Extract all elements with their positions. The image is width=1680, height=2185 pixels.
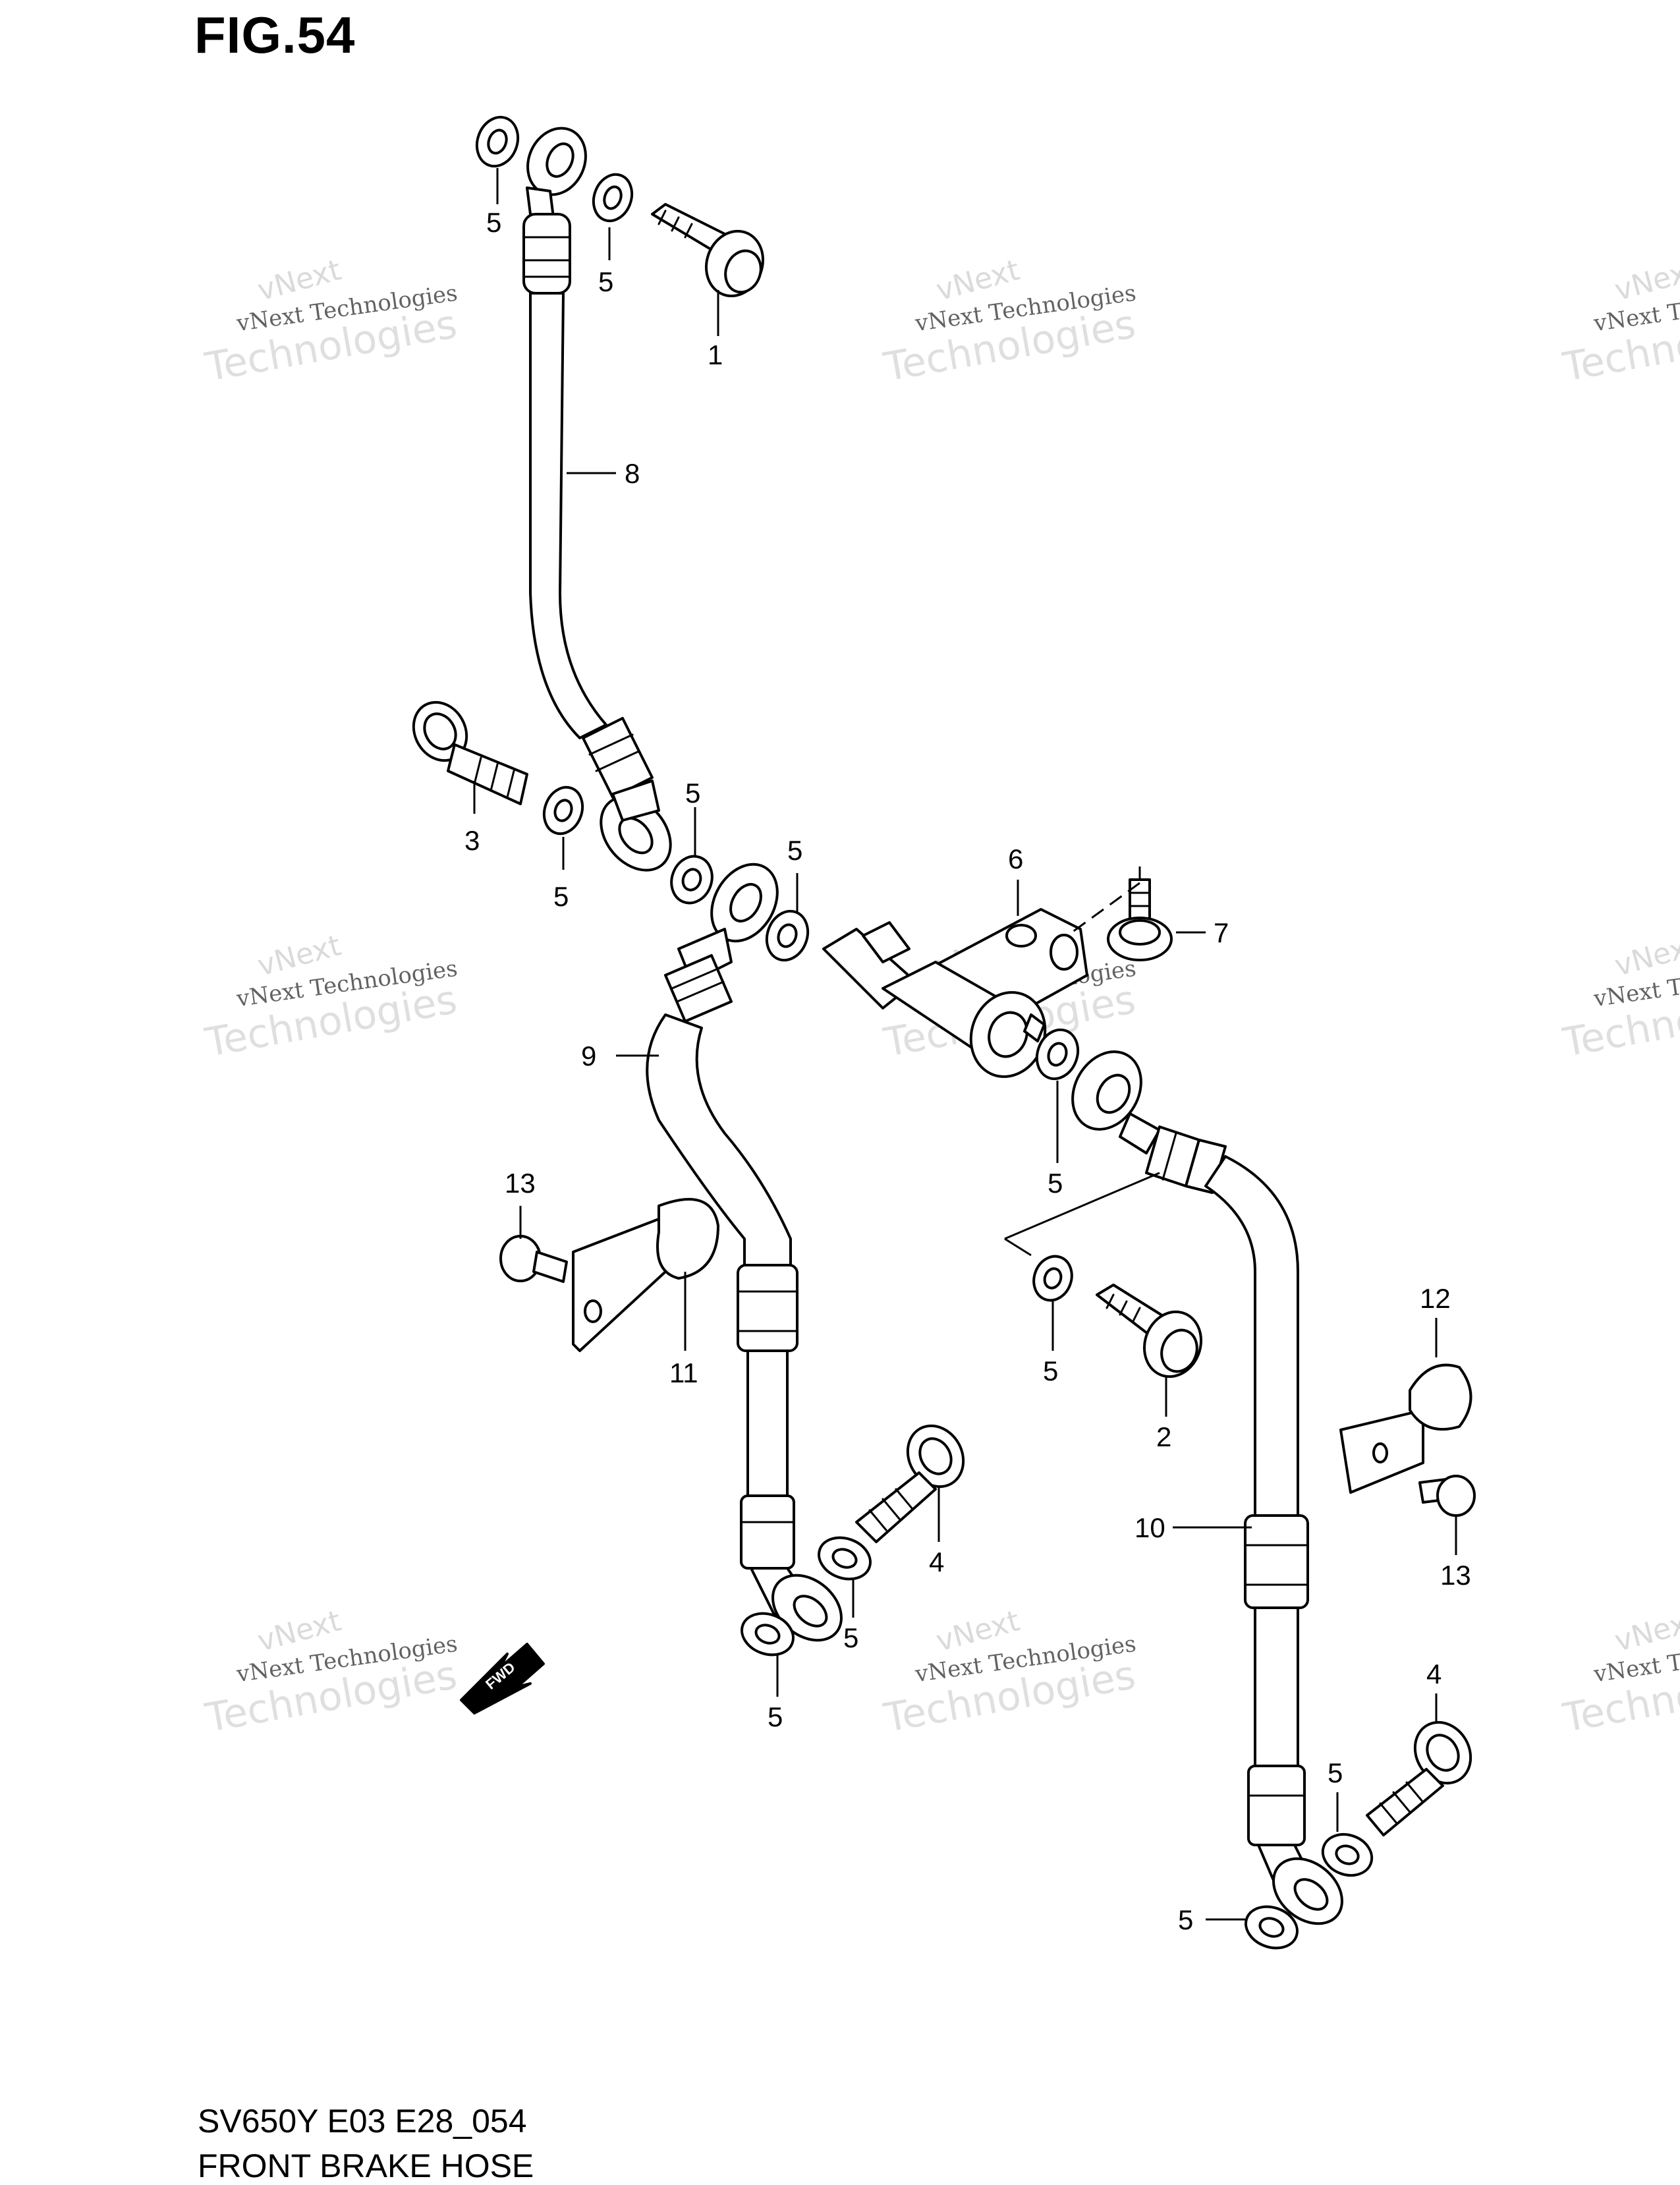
- callout-1: 1: [708, 339, 723, 370]
- callout-8: 8: [625, 458, 640, 489]
- callout-5: 5: [486, 207, 501, 238]
- brake-hose-10: [1071, 1050, 1343, 1925]
- callout-5: 5: [843, 1622, 858, 1653]
- washer-5: [818, 1536, 872, 1581]
- bolt-7: [1107, 878, 1173, 961]
- callout-6: 6: [1008, 843, 1023, 874]
- brake-hose-joint-6: [822, 908, 1088, 1078]
- union-bolt-2: [1096, 1284, 1203, 1378]
- leader-lines: [473, 168, 1457, 1921]
- forward-direction-arrow: FWD: [460, 1643, 545, 1715]
- union-bolt-3: [412, 700, 528, 805]
- callout-7: 7: [1214, 917, 1229, 948]
- callout-12: 12: [1420, 1283, 1451, 1314]
- callout-4: 4: [1426, 1659, 1442, 1689]
- callout-2: 2: [1156, 1421, 1171, 1452]
- washer-5: [1245, 1905, 1299, 1950]
- hose-clamp-12: [1339, 1363, 1472, 1494]
- callout-5: 5: [1043, 1355, 1058, 1386]
- figure-name: FRONT BRAKE HOSE: [198, 2147, 534, 2184]
- washer-5: [765, 909, 810, 962]
- callout-5: 5: [553, 881, 569, 912]
- brake-hose-8: [522, 127, 672, 872]
- union-bolt-4: [1366, 1720, 1472, 1836]
- callout-5: 5: [787, 835, 802, 866]
- figure-title: FIG.54: [194, 6, 356, 64]
- bolt-13: [1418, 1475, 1476, 1517]
- union-bolt-1: [651, 203, 765, 298]
- callout-5: 5: [598, 266, 613, 297]
- washer-5: [741, 1612, 795, 1657]
- callout-10: 10: [1134, 1512, 1165, 1543]
- washer-5: [1321, 1832, 1374, 1877]
- washer-5: [670, 855, 714, 905]
- callout-11: 11: [669, 1357, 698, 1388]
- washer-5: [475, 115, 520, 168]
- bolt-13: [499, 1235, 568, 1283]
- brake-hose-9: [646, 863, 843, 1642]
- washer-5: [1032, 1255, 1073, 1302]
- callout-5: 5: [1178, 1904, 1193, 1935]
- callout-numbers: 5 5 1 8 3 5 5 5 6 7 9 5 13 11 5 2 12 4 5…: [464, 207, 1471, 1935]
- callout-3: 3: [464, 825, 480, 856]
- callout-13: 13: [505, 1168, 536, 1199]
- callout-4: 4: [929, 1547, 944, 1577]
- callout-9: 9: [581, 1040, 596, 1071]
- callout-5: 5: [1048, 1168, 1063, 1199]
- callout-5: 5: [1328, 1757, 1343, 1788]
- callout-13: 13: [1440, 1560, 1471, 1591]
- washer-5: [1035, 1028, 1080, 1081]
- callout-5: 5: [768, 1701, 783, 1732]
- washer-5: [592, 173, 634, 223]
- washer-5: [542, 785, 584, 836]
- hose-clamp-11: [572, 1198, 719, 1352]
- callout-5: 5: [685, 778, 700, 809]
- union-bolt-4: [855, 1424, 965, 1543]
- model-code: SV650Y E03 E28_054: [198, 2103, 527, 2140]
